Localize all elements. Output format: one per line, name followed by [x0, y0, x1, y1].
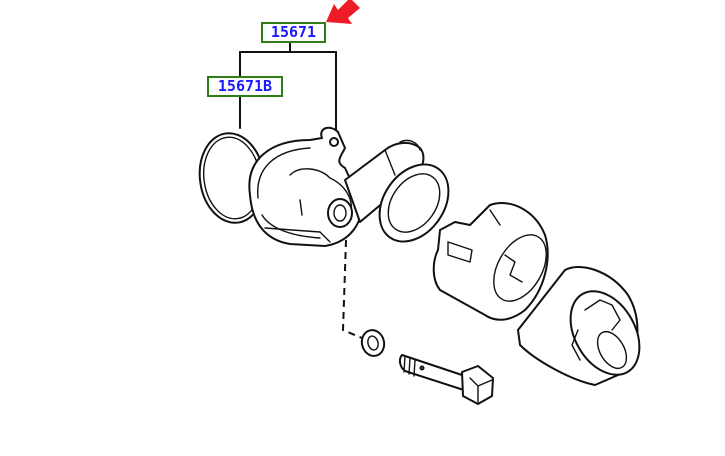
flange-gasket [378, 163, 450, 243]
oil-filter [517, 266, 641, 386]
union-bolt [399, 354, 494, 405]
part-callout-15671b[interactable]: 15671B [207, 76, 283, 97]
oil-filter-bracket [432, 202, 549, 321]
alignment-dashed-line [341, 239, 363, 339]
red-arrow-icon [326, 0, 360, 24]
oil-cooler-housing [248, 126, 362, 247]
washer [360, 329, 386, 357]
callout-leader-lines [239, 40, 337, 131]
part-callout-15671[interactable]: 15671 [261, 22, 326, 43]
